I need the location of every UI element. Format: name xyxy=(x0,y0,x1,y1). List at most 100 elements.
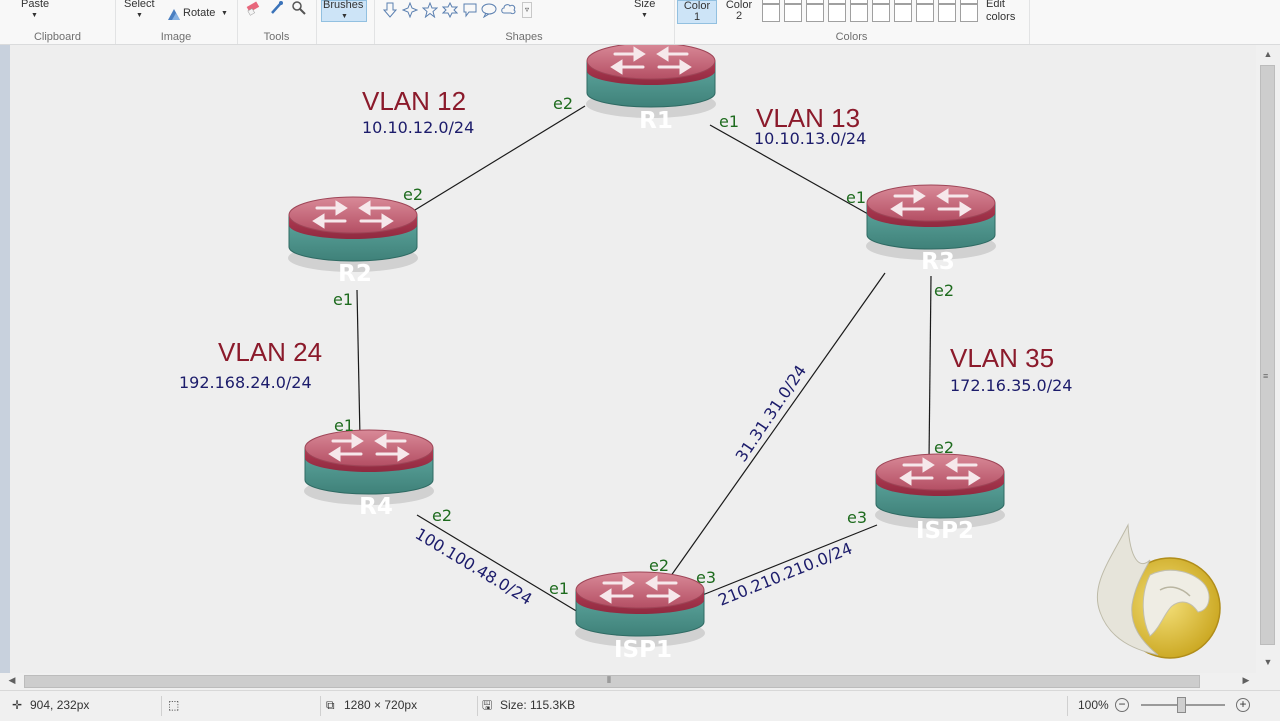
zoom-level: 100% xyxy=(1078,698,1109,712)
vlan24-title: VLAN 24 xyxy=(218,337,322,367)
zoom-out-icon[interactable]: − xyxy=(1115,698,1129,712)
cloud-callout-icon[interactable] xyxy=(501,2,517,18)
edit-colors-label-2: colors xyxy=(986,11,1016,23)
isp2-port-e2: e2 xyxy=(934,438,954,457)
network-diagram: R1 R2 R3 R4 ISP1 ISP2 VLAN 12 10.10.12.0… xyxy=(179,45,1221,663)
pegasus-logo xyxy=(1096,523,1221,659)
horizontal-scrollbar[interactable]: ◀ ⦀ ▶ xyxy=(0,673,1256,690)
size-dropdown-icon[interactable]: ▼ xyxy=(641,12,648,19)
router-r3[interactable]: R3 xyxy=(864,183,998,275)
rotate-button[interactable]: Rotate xyxy=(183,7,216,19)
r4-port-e1: e1 xyxy=(334,416,354,435)
scroll-left-arrow-icon[interactable]: ◀ xyxy=(8,675,16,685)
rect-callout-icon[interactable] xyxy=(462,2,478,18)
r1-port-e1: e1 xyxy=(719,112,739,131)
r2-port-e2: e2 xyxy=(403,185,423,204)
brushes-dropdown-icon: ▼ xyxy=(341,13,348,20)
size-button[interactable]: Size xyxy=(634,0,656,10)
zoom-slider-thumb[interactable] xyxy=(1177,697,1186,713)
color-swatch[interactable] xyxy=(806,0,824,4)
color-swatch[interactable] xyxy=(850,4,868,22)
r2-port-e1: e1 xyxy=(333,290,353,309)
shapes-group-label: Shapes xyxy=(505,31,543,43)
shapes-more-icon[interactable]: ▿ xyxy=(522,2,532,18)
color-swatch[interactable] xyxy=(850,0,868,4)
scroll-down-arrow-icon[interactable]: ▼ xyxy=(1263,657,1273,667)
scroll-up-arrow-icon[interactable]: ▲ xyxy=(1263,49,1273,59)
vlan12-title: VLAN 12 xyxy=(362,86,466,116)
router-r2[interactable]: R2 xyxy=(286,195,420,287)
color-swatch[interactable] xyxy=(872,0,890,4)
rotate-dropdown-icon[interactable]: ▼ xyxy=(221,10,228,17)
clipboard-group: Paste ▼ Clipboard xyxy=(0,0,116,44)
color2-button[interactable]: Color 2 xyxy=(721,0,757,24)
r4-port-e2: e2 xyxy=(432,506,452,525)
eraser-icon[interactable] xyxy=(245,0,261,16)
link-r1-r2 xyxy=(409,105,586,214)
six-point-star-icon[interactable] xyxy=(441,1,459,19)
horizontal-scroll-thumb[interactable]: ⦀ xyxy=(24,675,1200,688)
color-picker-icon[interactable] xyxy=(269,0,285,16)
vertical-scroll-thumb[interactable]: ≡ xyxy=(1260,65,1275,645)
brushes-button[interactable]: Brushes ▼ xyxy=(321,0,367,22)
edit-colors-label-1: Edit xyxy=(986,0,1005,10)
link-r1-r3 xyxy=(709,124,869,215)
vertical-grip-icon: ≡ xyxy=(1263,371,1269,381)
color-swatch[interactable] xyxy=(806,4,824,22)
selection-size-icon: ⬚ xyxy=(168,698,180,712)
color-swatch[interactable] xyxy=(828,4,846,22)
oval-callout-icon[interactable] xyxy=(481,2,497,19)
color-swatch[interactable] xyxy=(938,0,956,4)
four-point-star-icon[interactable] xyxy=(401,1,419,19)
tools-group-label: Tools xyxy=(263,31,290,43)
color-swatch[interactable] xyxy=(894,4,912,22)
image-dimensions: 1280 × 720px xyxy=(344,698,418,712)
vlan35-subnet: 172.16.35.0/24 xyxy=(950,376,1072,395)
magnifier-icon[interactable] xyxy=(291,0,307,16)
color2-number: 2 xyxy=(735,10,743,22)
color-swatch[interactable] xyxy=(894,0,912,4)
link-isp1-isp2-subnet: 210.210.210.0/24 xyxy=(715,539,855,610)
router-r4[interactable]: R4 xyxy=(302,428,436,520)
arrow-down-shape-icon[interactable] xyxy=(382,2,398,18)
scroll-right-arrow-icon[interactable]: ▶ xyxy=(1242,675,1250,685)
paste-button[interactable]: Paste xyxy=(21,0,50,10)
color-swatch[interactable] xyxy=(828,0,846,4)
color1-number: 1 xyxy=(693,11,701,23)
color-swatch[interactable] xyxy=(762,4,780,22)
vlan35-title: VLAN 35 xyxy=(950,343,1054,373)
color-swatch[interactable] xyxy=(960,0,978,4)
router-isp2-label: ISP2 xyxy=(916,518,974,544)
color1-button[interactable]: Color 1 xyxy=(677,0,717,24)
file-size-icon: 🖫 xyxy=(482,698,493,712)
brushes-group xyxy=(316,0,375,44)
router-isp2[interactable]: ISP2 xyxy=(873,452,1007,544)
color-swatch[interactable] xyxy=(784,4,802,22)
router-isp1[interactable]: ISP1 xyxy=(573,570,707,663)
status-separator xyxy=(161,696,162,716)
color-swatch[interactable] xyxy=(872,4,890,22)
color-swatch[interactable] xyxy=(916,0,934,4)
color-swatch[interactable] xyxy=(784,0,802,4)
five-point-star-icon[interactable] xyxy=(421,1,439,19)
select-button[interactable]: Select xyxy=(124,0,155,10)
router-r1[interactable]: R1 xyxy=(584,45,718,134)
color-swatch[interactable] xyxy=(762,0,780,4)
status-bar: ✛ 904, 232px ⬚ ⧉ 1280 × 720px 🖫 Size: 11… xyxy=(0,690,1280,721)
vertical-scrollbar[interactable]: ▲ ≡ ▼ xyxy=(1256,45,1280,673)
clipboard-group-label: Clipboard xyxy=(33,31,82,43)
paste-dropdown-icon[interactable]: ▼ xyxy=(31,12,38,19)
horizontal-grip-icon: ⦀ xyxy=(607,675,611,685)
edit-colors-button[interactable]: Edit colors xyxy=(986,0,1015,24)
zoom-in-icon[interactable]: + xyxy=(1236,698,1250,712)
color-swatch[interactable] xyxy=(916,4,934,22)
router-r1-label: R1 xyxy=(639,108,673,134)
link-r4-isp1 xyxy=(416,514,579,613)
select-dropdown-icon[interactable]: ▼ xyxy=(136,12,143,19)
color-swatch[interactable] xyxy=(960,4,978,22)
link-r4-isp1-subnet: 100.100.48.0/24 xyxy=(412,524,535,609)
r3-port-e2: e2 xyxy=(934,281,954,300)
canvas[interactable]: R1 R2 R3 R4 ISP1 ISP2 VLAN 12 10.10.12.0… xyxy=(10,45,1256,673)
color-swatch[interactable] xyxy=(938,4,956,22)
rotate-icon[interactable] xyxy=(166,6,182,22)
